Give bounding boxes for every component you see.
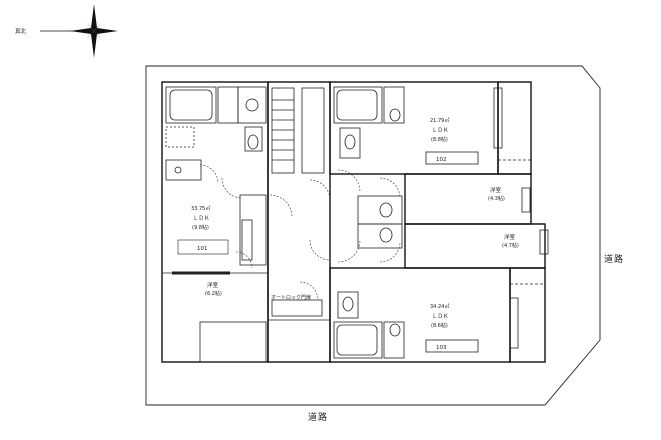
unit-101-tag bbox=[177, 239, 229, 255]
unit-101-jo: (9.8帖) bbox=[192, 224, 209, 231]
unit-103-type: ＬＤＫ bbox=[432, 313, 449, 320]
unit-101-type: ＬＤＫ bbox=[193, 215, 210, 222]
unit-102-number: 102 bbox=[436, 157, 447, 163]
road-right-label: 道路 bbox=[604, 253, 624, 265]
unit-102-area: 21.79㎡ bbox=[430, 117, 449, 124]
door-swings bbox=[199, 164, 401, 301]
unit-101-number: 101 bbox=[197, 246, 208, 252]
unit-103-area: 34.24㎡ bbox=[430, 303, 449, 310]
room-3-name: 洋室 bbox=[504, 233, 516, 241]
unit-103-jo: (8.6帖) bbox=[431, 322, 448, 329]
room-3-jo: (4.7帖) bbox=[502, 242, 519, 249]
unit-102-type: ＬＤＫ bbox=[432, 127, 449, 134]
auto-lock-gate-label: オートロック門扉 bbox=[271, 294, 311, 301]
room-2-name: 洋室 bbox=[490, 186, 502, 194]
road-bottom-label: 道路 bbox=[308, 411, 328, 423]
room-1-jo: (6.2帖) bbox=[205, 290, 222, 297]
building-walls bbox=[161, 81, 546, 363]
room-2-jo: (4.3帖) bbox=[488, 195, 505, 202]
site-boundary bbox=[145, 65, 601, 406]
room-1-name: 洋室 bbox=[207, 281, 219, 289]
unit-103-number: 103 bbox=[436, 345, 447, 351]
staircase bbox=[271, 87, 325, 174]
compass bbox=[40, 4, 118, 58]
compass-label: 真北 bbox=[15, 27, 27, 35]
unit-101-area: 33.75㎡ bbox=[191, 205, 210, 212]
unit-102-jo: (8.8帖) bbox=[431, 136, 448, 143]
